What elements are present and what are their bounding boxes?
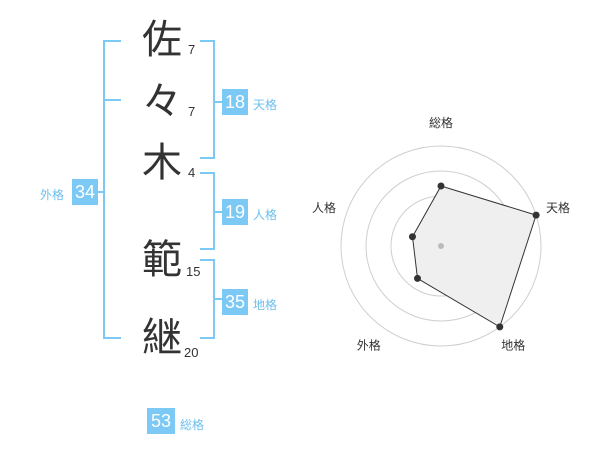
soukaku-label: 総格 xyxy=(180,418,205,432)
chikaku-bracket-connector xyxy=(213,298,222,300)
chikaku-bracket-bottom xyxy=(200,337,215,339)
chikaku-value-badge: 35 xyxy=(222,289,248,315)
stroke-count-1: 7 xyxy=(188,42,196,57)
gaikaku-bracket-mid-tick xyxy=(103,99,121,101)
radar-axis-label-5: 人格 xyxy=(312,200,336,215)
radar-point-4 xyxy=(413,274,421,282)
radar-area xyxy=(411,185,537,328)
radar-points xyxy=(408,182,540,331)
radar-axis-label-2: 天格 xyxy=(546,200,570,215)
name-char-1: 佐 xyxy=(142,17,182,63)
gaikaku-bracket-bottom xyxy=(103,337,121,339)
tenkaku-label: 天格 xyxy=(253,98,278,112)
stroke-count-2: 7 xyxy=(188,104,196,119)
gaikaku-bracket-top xyxy=(103,40,121,42)
stroke-count-5: 20 xyxy=(184,345,199,360)
name-char-2: 々 xyxy=(142,79,182,125)
radar-point-1 xyxy=(437,182,445,190)
radar-point-2 xyxy=(532,211,540,219)
name-char-4: 範 xyxy=(142,237,182,283)
radar-grid-ring-1 xyxy=(340,145,542,347)
radar-axis-label-1: 総格 xyxy=(429,115,453,130)
radar-center-dot xyxy=(438,243,444,249)
jinkaku-label: 人格 xyxy=(253,208,278,222)
jinkaku-value-badge: 19 xyxy=(222,199,248,225)
name-char-3: 木 xyxy=(142,140,182,186)
jinkaku-bracket-bottom xyxy=(200,248,215,250)
radar-point-3 xyxy=(496,323,504,331)
radar-axis-label-4: 外格 xyxy=(357,338,381,353)
name-char-5: 継 xyxy=(142,315,182,361)
radar-axis-label-3: 地格 xyxy=(501,338,525,353)
tenkaku-bracket-top xyxy=(200,40,215,42)
tenkaku-bracket-bottom xyxy=(200,157,215,159)
gaikaku-bracket-line xyxy=(103,40,105,339)
tenkaku-bracket-connector xyxy=(213,101,222,103)
chikaku-bracket-top xyxy=(200,259,215,261)
stroke-count-3: 4 xyxy=(188,165,196,180)
tenkaku-bracket-line xyxy=(213,40,215,159)
chikaku-label: 地格 xyxy=(253,298,278,312)
jinkaku-bracket-top xyxy=(200,172,215,174)
radar-point-5 xyxy=(408,233,416,241)
soukaku-value-badge: 53 xyxy=(147,408,175,434)
gaikaku-label: 外格 xyxy=(40,188,65,202)
gaikaku-value-badge: 34 xyxy=(72,179,98,205)
gaikaku-bracket-connector xyxy=(98,191,105,193)
jinkaku-bracket-connector xyxy=(213,211,222,213)
stroke-count-4: 15 xyxy=(186,264,201,279)
tenkaku-value-badge: 18 xyxy=(222,89,248,115)
